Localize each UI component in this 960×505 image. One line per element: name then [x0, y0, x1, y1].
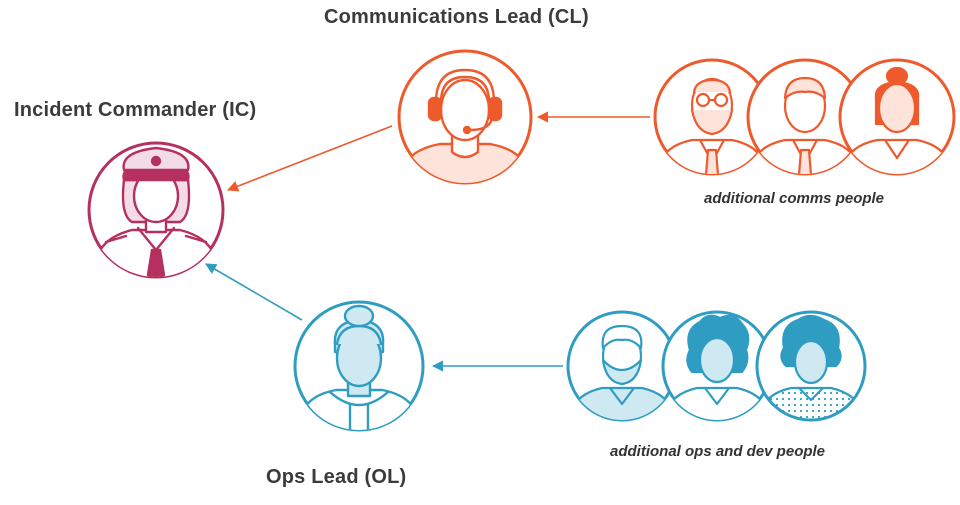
incident-commander-avatar: [87, 141, 225, 279]
ol-to-ic-arrow: [205, 263, 303, 321]
communications-lead-title: Communications Lead (CL): [324, 6, 589, 28]
ops-person-beard-icon: [566, 310, 678, 422]
ops-person-curly-hair-icon: [661, 310, 773, 422]
ops-person-afro-icon: [755, 310, 867, 422]
ops-lead-avatar: [293, 300, 425, 432]
cl-to-ic-arrow: [226, 125, 393, 192]
incident-commander-title: Incident Commander (IC): [14, 99, 257, 121]
comms-group-caption: additional comms people: [704, 190, 885, 207]
communications-lead-headset-avatar: [397, 49, 533, 185]
comms-person-woman-bun-icon: [838, 58, 956, 176]
ops-lead-title: Ops Lead (OL): [266, 466, 407, 488]
ops-group-caption: additional ops and dev people: [610, 443, 826, 460]
